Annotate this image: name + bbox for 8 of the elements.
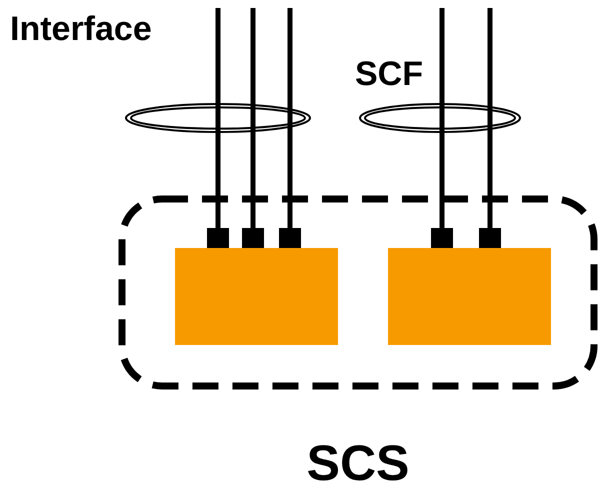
- port-connector: [479, 8, 501, 248]
- port-connector: [207, 8, 229, 248]
- port-connector: [242, 8, 264, 248]
- component-block: [388, 248, 551, 345]
- port-connector: [431, 8, 453, 248]
- group-title: SCS: [306, 435, 410, 491]
- component-block: [175, 248, 338, 345]
- port-connector: [279, 8, 301, 248]
